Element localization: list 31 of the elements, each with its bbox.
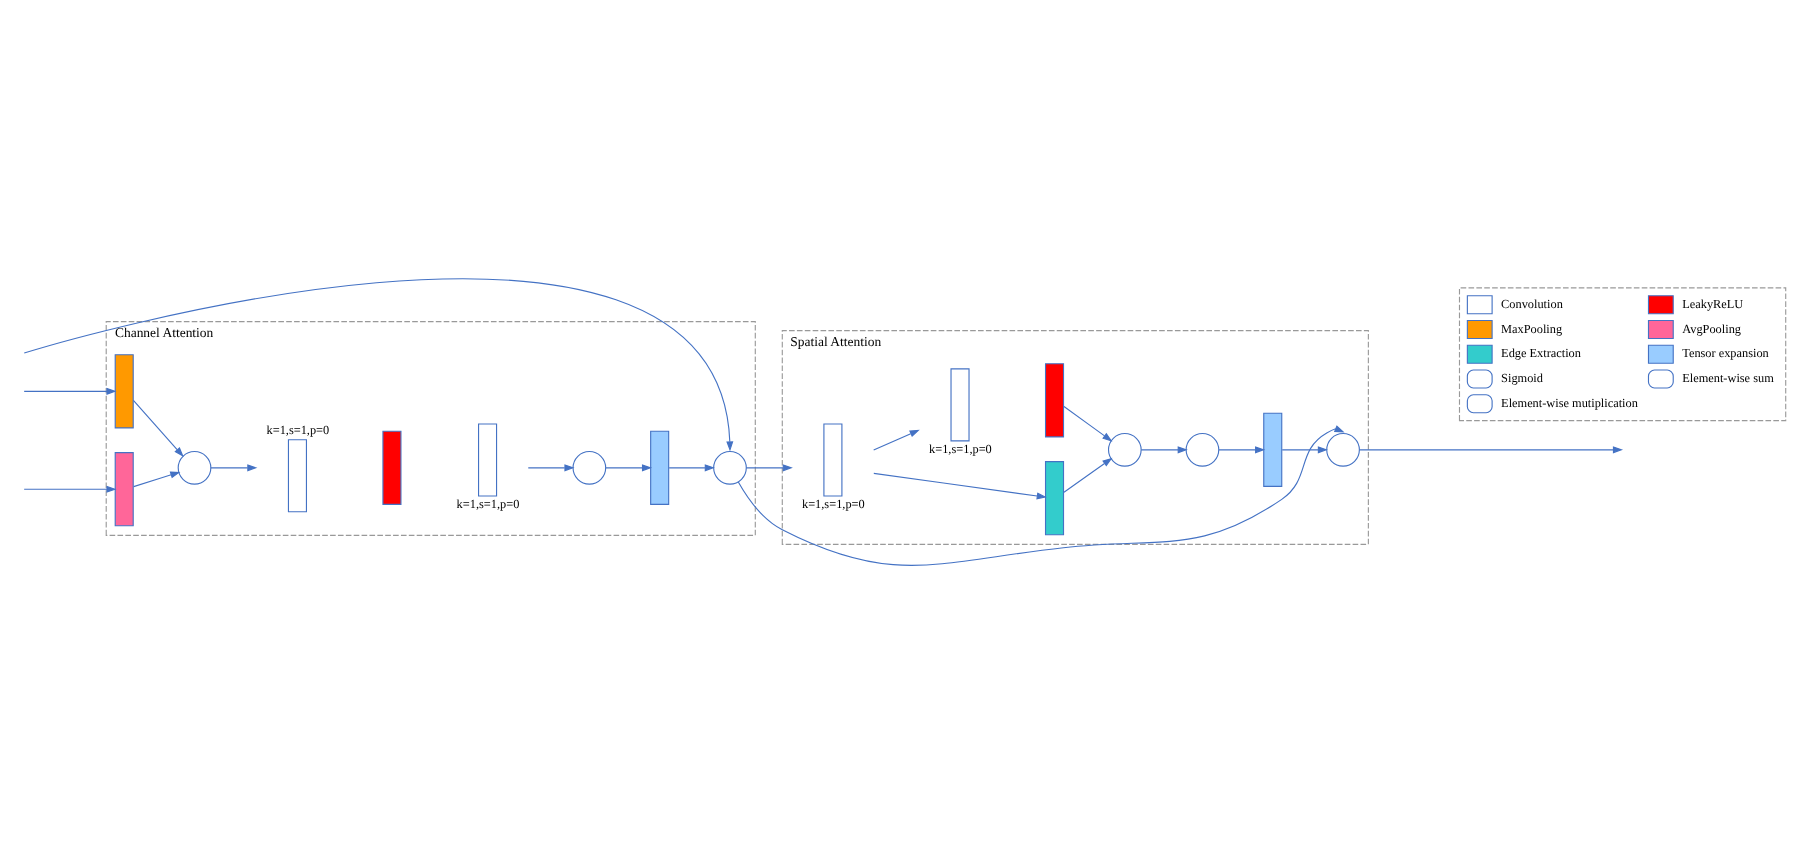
- node-box: [114, 451, 134, 526]
- arrow: [1063, 456, 1113, 492]
- arrow: [1281, 445, 1328, 453]
- arrow: [873, 471, 1047, 499]
- node-box: [382, 429, 402, 504]
- arrow: [1063, 404, 1113, 441]
- node-circle: [572, 449, 607, 484]
- arrow: [23, 277, 734, 451]
- arrow: [1358, 445, 1624, 453]
- node-circle: [1107, 432, 1142, 466]
- node-box: [1263, 411, 1283, 486]
- arrow: [1140, 445, 1188, 453]
- arrow: [873, 428, 920, 450]
- node-circle: [713, 449, 747, 484]
- arrow: [210, 463, 258, 471]
- arrow: [527, 463, 575, 471]
- node-box: [1044, 362, 1065, 437]
- arrow: [23, 484, 117, 492]
- arrow: [605, 463, 653, 471]
- arrow: [745, 463, 793, 471]
- arrow: [132, 398, 184, 457]
- arrow: [668, 463, 715, 471]
- node-box: [650, 429, 670, 504]
- node-circle: [177, 449, 212, 484]
- node-box: [1044, 460, 1065, 535]
- node-circle: [1185, 432, 1220, 466]
- arrow: [23, 386, 117, 394]
- node-circle: [1326, 432, 1360, 466]
- node-box: [114, 353, 134, 428]
- arrow: [1218, 445, 1266, 453]
- arrow: [133, 470, 181, 487]
